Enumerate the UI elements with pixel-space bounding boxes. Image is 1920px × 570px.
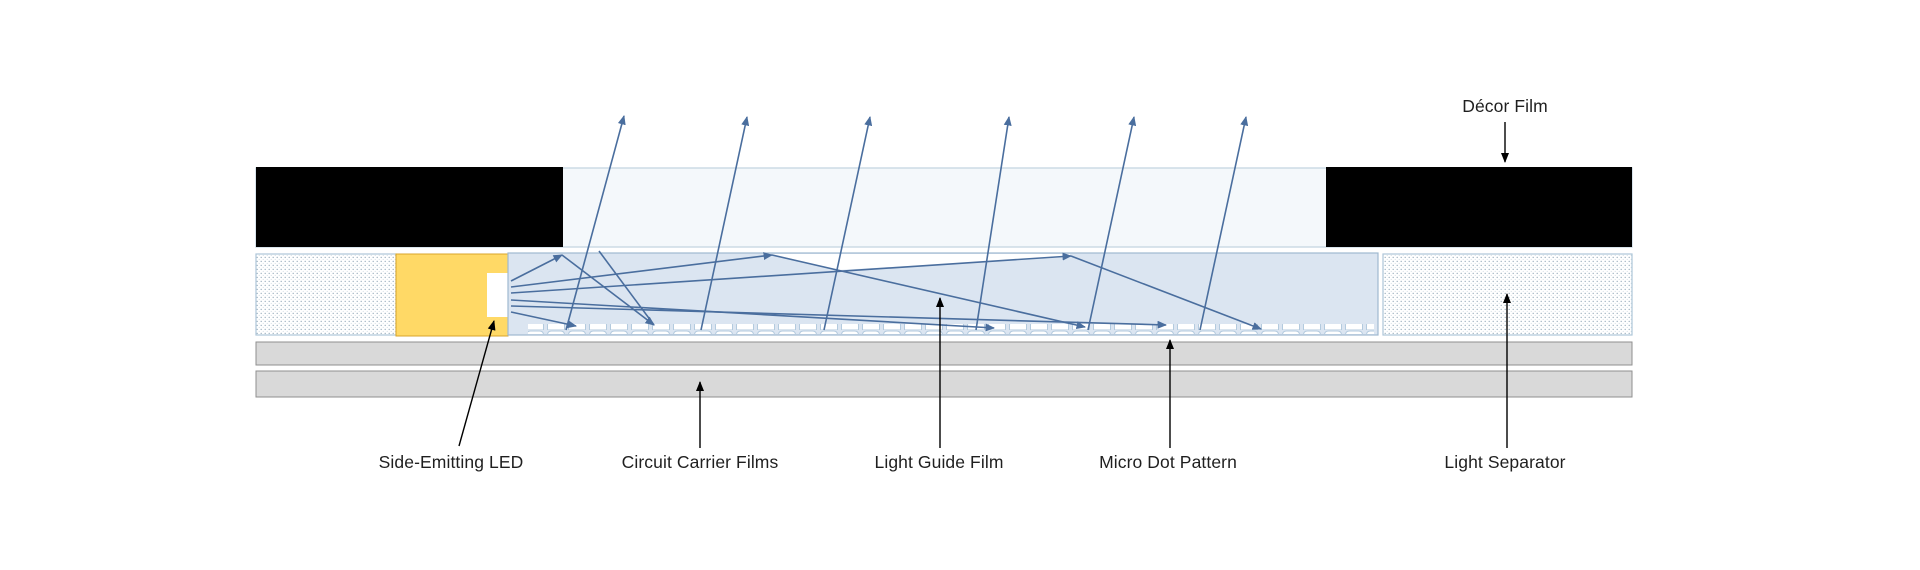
light-ray xyxy=(510,299,995,332)
light-separator-left xyxy=(255,253,397,336)
light-guide-film-label: Light Guide Film xyxy=(874,452,1004,472)
side-emitting-led-label: Side-Emitting LED xyxy=(378,452,524,472)
light-ray xyxy=(598,250,655,326)
light-ray xyxy=(1070,255,1262,330)
light-ray xyxy=(510,305,1167,329)
side-emitting-led-pointer xyxy=(458,320,496,447)
circuit-carrier-films-label: Circuit Carrier Films xyxy=(621,452,779,472)
light-ray xyxy=(510,311,577,329)
light-ray xyxy=(510,252,1072,294)
micro-dot-row xyxy=(528,324,1374,334)
light-ray-group xyxy=(510,250,1262,332)
film-unlit-wedge xyxy=(772,254,1070,270)
decor-film-label: Décor Film xyxy=(1462,96,1548,116)
decor-film-right-panel xyxy=(1326,167,1632,247)
led-emission-window xyxy=(487,273,508,317)
light-ray xyxy=(771,254,1086,329)
emitted-light-arrow xyxy=(975,116,1012,331)
emitted-light-arrow xyxy=(1199,116,1249,331)
emitted-light-arrow xyxy=(565,115,626,331)
circuit-carrier-film-bottom xyxy=(255,370,1633,398)
light-ray xyxy=(561,254,655,326)
decor-film-left-panel xyxy=(256,167,563,247)
label-pointer-group xyxy=(458,122,1511,448)
emitted-light-arrow-group xyxy=(565,115,1249,331)
light-ray xyxy=(510,254,563,282)
light-ray xyxy=(510,252,773,288)
emitted-light-arrow xyxy=(700,116,750,331)
emitted-light-arrow xyxy=(823,116,873,331)
micro-dot-pattern-label: Micro Dot Pattern xyxy=(1099,452,1237,472)
emitted-light-arrow xyxy=(1087,116,1137,331)
light-separator-label: Light Separator xyxy=(1444,452,1566,472)
circuit-carrier-film-top xyxy=(255,341,1633,366)
